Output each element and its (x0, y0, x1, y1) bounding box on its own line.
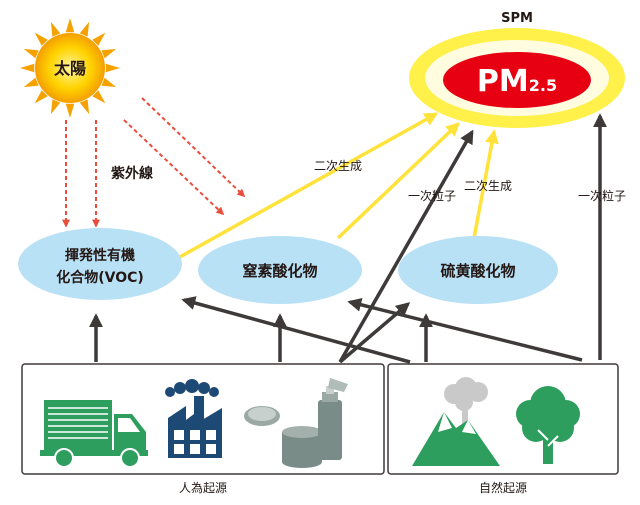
sun-ray (23, 48, 39, 59)
nox-node: 窒素酸化物 (198, 236, 362, 304)
factory-icon (165, 379, 222, 458)
nox-label: 窒素酸化物 (242, 262, 317, 280)
pm25-label: PM2.5 (477, 64, 557, 99)
tree-icon (516, 386, 580, 464)
sun-label: 太陽 (53, 59, 86, 78)
pm25-ellipse (443, 52, 591, 108)
voc-label-line1: 揮発性有機 (65, 247, 135, 264)
uv-arrows (62, 97, 246, 228)
cans-icon (244, 378, 348, 468)
sox-node: 硫黄酸化物 (398, 236, 558, 304)
sun-ray (34, 32, 48, 46)
sun-ray (105, 63, 120, 73)
truck-icon (40, 400, 148, 468)
pm25-main: PM (477, 64, 529, 99)
secondary-label-2: 二次生成 (464, 179, 512, 193)
sun-ray (101, 77, 117, 88)
sun-ray (92, 32, 106, 46)
primary-arrows (338, 113, 607, 363)
natural-label: 自然起源 (479, 480, 527, 495)
sun-ray (20, 63, 35, 73)
primary-label-2: 一次粒子 (578, 188, 626, 203)
secondary-arrows (177, 112, 499, 260)
sun-ray (65, 18, 75, 33)
secondary-label-1: 二次生成 (314, 159, 362, 173)
voc-node: 揮発性有機 化合物(VOC) (18, 228, 182, 300)
sox-label: 硫黄酸化物 (440, 262, 515, 280)
sun-ray (79, 99, 90, 115)
primary-label-1: 一次粒子 (408, 188, 456, 203)
pm25-sub: 2.5 (529, 76, 557, 95)
sun-ray (34, 90, 48, 104)
voc-label-line2: 化合物(VOC) (56, 269, 144, 286)
sun-icon: 太陽 (20, 18, 120, 118)
emission-arrows (89, 296, 583, 364)
sun-ray (50, 21, 61, 37)
anthropogenic-label: 人為起源 (179, 481, 227, 495)
volcano-icon (412, 377, 500, 466)
sun-ray (79, 21, 90, 37)
sun-ray (101, 48, 117, 59)
sun-ray (65, 103, 75, 118)
spm-label: SPM (501, 11, 533, 26)
sun-ray (23, 77, 39, 88)
sun-ray (92, 90, 106, 104)
uv-label: 紫外線 (111, 165, 153, 182)
sun-ray (50, 99, 61, 115)
